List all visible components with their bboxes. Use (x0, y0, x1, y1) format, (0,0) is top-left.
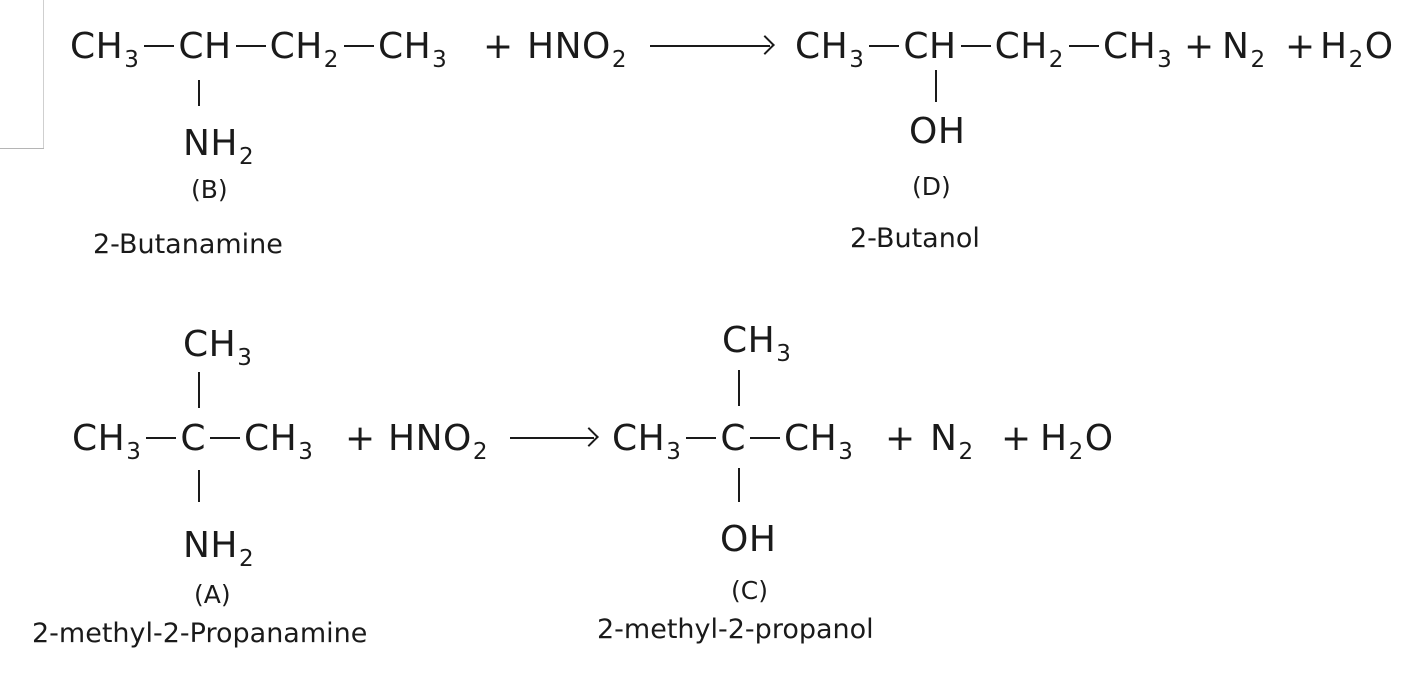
reaction2-reactant-lower-bond (198, 470, 200, 502)
reaction1-reactant-amino-group: NH2 (183, 123, 255, 170)
reaction2-product-lower-bond (738, 468, 740, 502)
reaction2-product-hydroxyl-group: OH (720, 519, 777, 560)
reaction2-reactant-name: 2-methyl-2-Propanamine (32, 618, 368, 649)
reaction1-arrow (650, 45, 770, 47)
reaction1-reactant-label: (B) (191, 175, 228, 204)
reaction1-reactant-name: 2-Butanamine (93, 229, 283, 260)
reaction2-plus-sign-3: + (1001, 418, 1032, 459)
page-edge-line (0, 148, 44, 149)
reaction1-product-vertical-bond (935, 70, 937, 102)
reaction1-water: H2O (1320, 26, 1394, 73)
reaction1-product-hydroxyl-group: OH (909, 111, 966, 152)
reaction1-product-label: (D) (912, 172, 951, 201)
reaction1-reagent-formula: HNO2 (527, 26, 627, 73)
reaction1-plus-sign-3: + (1285, 26, 1316, 67)
reaction2-reactant-amino-group: NH2 (183, 525, 255, 572)
reaction2-product-top-methyl: CH3 (722, 320, 792, 367)
reaction2-reactant-top-methyl: CH3 (183, 324, 253, 371)
reaction1-plus-sign: + (483, 26, 514, 67)
reaction2-product-upper-bond (738, 370, 740, 406)
reaction2-water: H2O (1040, 418, 1114, 465)
reaction2-reactant-label: (A) (194, 580, 231, 609)
reaction2-product-label: (C) (731, 576, 768, 605)
reaction2-plus-sign-2: + (885, 418, 916, 459)
reaction1-reactant-vertical-bond (198, 80, 200, 106)
reaction1-plus-sign-2: + (1184, 26, 1215, 67)
reaction2-reactant-upper-bond (198, 372, 200, 408)
reaction2-arrow (510, 437, 594, 439)
page-edge-line (43, 0, 44, 148)
reaction2-nitrogen: N2 (930, 418, 974, 465)
reaction1-nitrogen: N2 (1222, 26, 1266, 73)
reaction1-product-name: 2-Butanol (850, 223, 980, 254)
reaction2-product-name: 2-methyl-2-propanol (597, 614, 874, 645)
reaction2-reagent-formula: HNO2 (388, 418, 488, 465)
reaction2-plus-sign: + (345, 418, 376, 459)
